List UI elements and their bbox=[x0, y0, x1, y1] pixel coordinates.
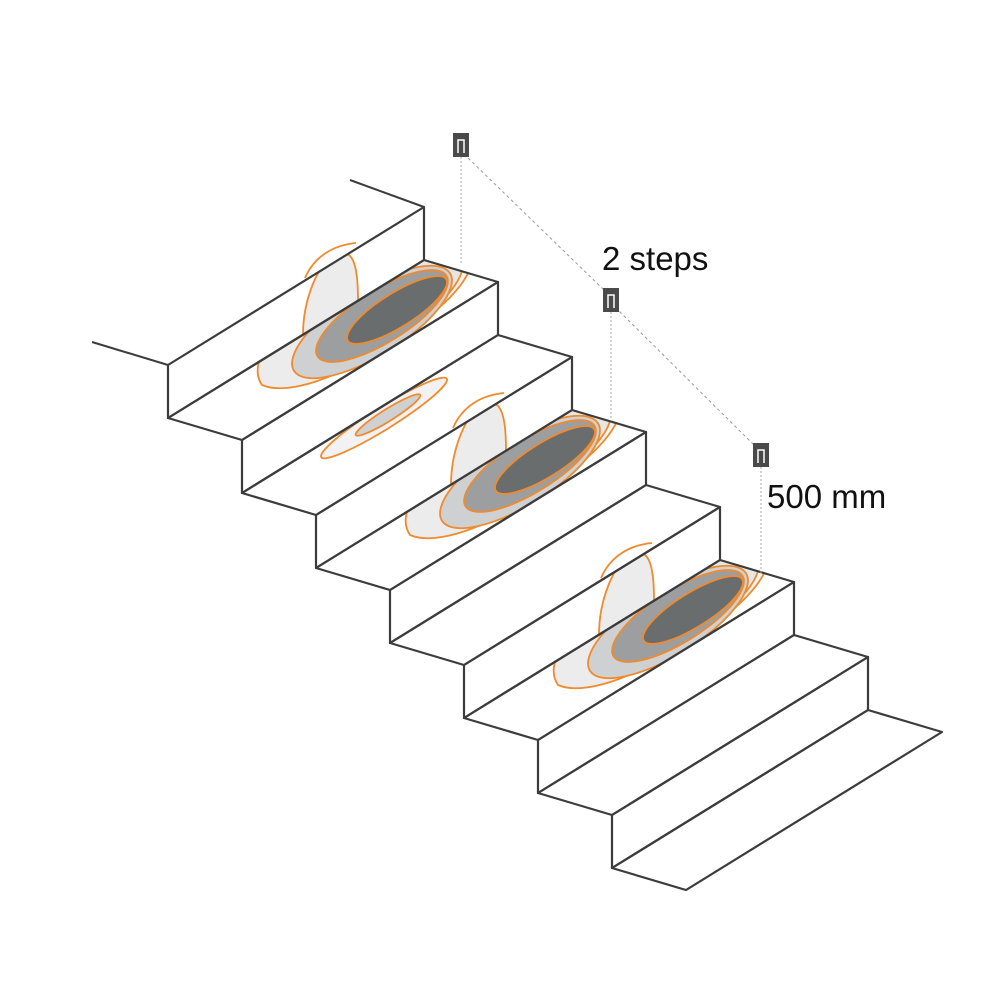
tread bbox=[242, 335, 572, 515]
riser bbox=[612, 657, 868, 868]
contour-dark bbox=[494, 425, 596, 495]
step-spacing-label: 2 steps bbox=[602, 240, 709, 277]
tread bbox=[612, 710, 942, 890]
stair-edges bbox=[91, 179, 944, 892]
stair-surfaces bbox=[168, 207, 942, 890]
contour-dark bbox=[642, 575, 744, 645]
riser bbox=[538, 582, 794, 793]
sensor-icon bbox=[753, 443, 769, 467]
contour-riser-arc bbox=[600, 542, 653, 579]
riser bbox=[390, 432, 646, 643]
riser bbox=[316, 357, 572, 568]
contour-dark bbox=[346, 275, 448, 345]
tread-outline bbox=[610, 708, 944, 892]
sensor-icon bbox=[603, 288, 619, 312]
riser bbox=[464, 507, 720, 718]
landing-edge bbox=[349, 179, 425, 208]
contour-inner bbox=[354, 393, 422, 437]
contour-riser-arc bbox=[452, 392, 505, 429]
footprint-main bbox=[256, 260, 473, 389]
contour-riser-arc bbox=[304, 242, 357, 279]
landing-edge bbox=[91, 341, 169, 366]
tread bbox=[538, 635, 868, 815]
riser bbox=[242, 282, 498, 493]
tread bbox=[390, 485, 720, 665]
sensors bbox=[453, 133, 769, 573]
sensor-icon bbox=[453, 133, 469, 157]
height-label: 500 mm bbox=[767, 478, 887, 515]
riser bbox=[168, 207, 424, 418]
